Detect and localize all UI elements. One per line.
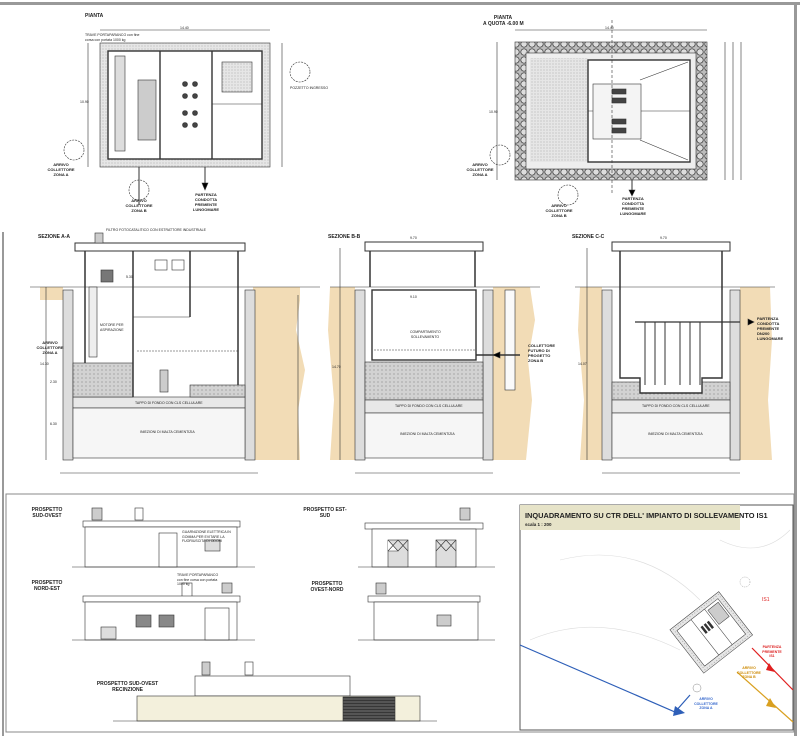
ctr-arrivo-b-label: ARRIVO COLLETTORE ZONA B (737, 666, 761, 679)
plan-ground-partenza: PARTENZA CONDOTTA PREMENTE LUNGOMARE (192, 192, 220, 212)
ctr-scale: scala 1 : 200 (525, 522, 552, 527)
section-a-dim-3: 6.30 (50, 422, 57, 426)
section-b-title: SEZIONE B-B (328, 234, 361, 240)
elevation-ovest-nord-title: PROSPETTO OVEST-NORD (310, 581, 344, 593)
plan-lower-title: PIANTA (493, 15, 513, 21)
section-a-a (30, 232, 320, 474)
plan-lower-partenza: PARTENZA CONDOTTA PREMENTE LUNGOMARE (619, 196, 647, 216)
plan-lower-subtitle: A QUOTA -6.00 m (483, 21, 524, 27)
section-a-title: SEZIONE A-A (38, 234, 71, 240)
section-c-title: SEZIONE C-C (572, 234, 605, 240)
elevation-est-sud-title: PROSPETTO EST-SUD (303, 507, 347, 519)
section-c-partenza: PARTENZA CONDOTTA PREMENTE DN200 LUNGOMA… (757, 316, 784, 341)
elevation-recinzione-title: PROSPETTO SUD-OVEST RECINZIONE (96, 681, 159, 693)
section-c-c (575, 241, 775, 474)
section-c-tappo: TAPPO DI FONDO CON CLS CELLULARE (642, 404, 710, 408)
section-a-dim-1: 5.30 (126, 275, 133, 279)
section-a-motore: MOTORE PER ASPIRAZIONE (100, 323, 124, 332)
section-a-depth: 14.30 (40, 362, 49, 366)
section-c-depth: 14.07 (578, 362, 587, 366)
plan-ground-pozzetto: POZZETTO INGRESSO (290, 86, 329, 90)
arrivo-b-line (736, 671, 794, 723)
section-a-iniezioni: INIEZIONI DI MALTA CEMENTIZIA (140, 430, 195, 434)
section-a-tappo: TAPPO DI FONDO CON CLS CELLULARE (135, 401, 203, 405)
plan-ground-floor (63, 29, 311, 205)
plan-lower-depth: 10.90 (489, 110, 498, 114)
plan-lower-floor (489, 20, 742, 206)
elevation-sud-ovest-note: GUARNIZIONE ELETTRICA IN GOMMA PER EVITA… (182, 530, 231, 543)
section-b-iniezioni: INIEZIONI DI MALTA CEMENTIZIA (400, 432, 455, 436)
elevation-nord-est-note: TRAVE PORTAPARANCO con fine corsa con po… (177, 573, 219, 586)
plan-ground-depth: 10.90 (80, 100, 89, 104)
ctr-title-block: INQUADRAMENTO SU CTR DELL' IMPIANTO DI S… (520, 505, 768, 530)
section-b-tappo: TAPPO DI FONDO CON CLS CELLULARE (395, 404, 463, 408)
plan-lower-width: 14.40 (605, 26, 614, 30)
section-b-dim-width: 9.70 (410, 236, 417, 240)
plan-ground-arrivo-a: ARRIVO COLLETTORE ZONA A (47, 162, 75, 177)
elevations (72, 507, 495, 722)
section-b-b (328, 241, 540, 474)
plan-ground-title: PIANTA (85, 13, 104, 19)
section-b-compartment: COMPARTIMENTO SOLLEVAMENTO (410, 330, 441, 339)
section-c-dim-width: 9.70 (660, 236, 667, 240)
ctr-map (519, 504, 794, 731)
ctr-title: INQUADRAMENTO SU CTR DELL' IMPIANTO DI S… (525, 511, 768, 520)
section-a-dim-2: 2.30 (50, 380, 57, 384)
section-a-arrivo: ARRIVO COLLETTORE ZONA A (36, 340, 64, 355)
plan-ground-arrivo-b: ARRIVO COLLETTORE ZONA B (125, 198, 153, 213)
section-b-depth: 14.70 (332, 365, 341, 369)
section-b-collettore: COLLETTORE FUTURO DI PROGETTO ZONA B (528, 343, 556, 363)
elevation-nord-est-title: PROSPETTO NORD-EST (31, 580, 63, 592)
elevation-sud-ovest-title: PROSPETTO SUD-OVEST (31, 507, 63, 519)
section-c-iniezioni: INIEZIONI DI MALTA CEMENTIZIA (648, 432, 703, 436)
section-b-dim-inner: 9.10 (410, 295, 417, 299)
ctr-arrivo-a-label: ARRIVO COLLETTORE ZONA A (694, 697, 718, 710)
plan-lower-arrivo-b: ARRIVO COLLETTORE ZONA B (545, 203, 573, 218)
plan-ground-trave-note: TRAVE PORTAPARANCO con fine corsa con po… (85, 33, 140, 42)
ctr-partenza-label: PARTENZA PREMENTE IS1 (762, 645, 782, 658)
ctr-station-label: IS1 (762, 597, 770, 603)
section-a-roof-note: FILTRO FOTOCATALITICO CON ESTRATTORE IND… (106, 228, 206, 232)
plan-ground-width: 14.40 (180, 26, 189, 30)
plan-lower-arrivo-a: ARRIVO COLLETTORE ZONA A (466, 162, 494, 177)
